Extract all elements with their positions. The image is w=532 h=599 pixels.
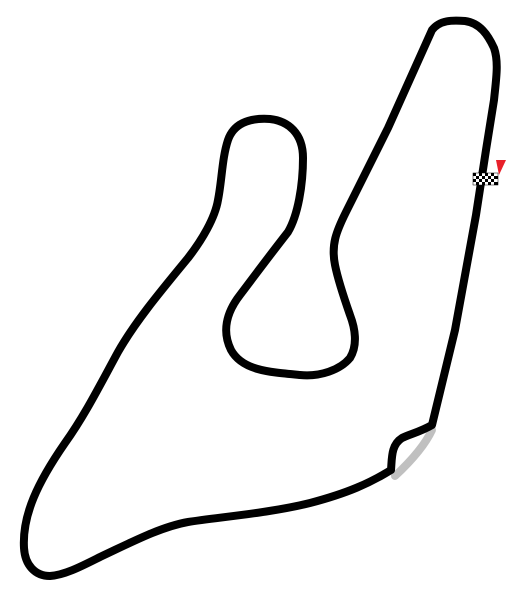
checkered-flag-icon bbox=[472, 172, 499, 186]
track-outline bbox=[19, 16, 501, 580]
red-pennant-icon bbox=[496, 160, 506, 175]
runoff-area bbox=[391, 426, 436, 480]
